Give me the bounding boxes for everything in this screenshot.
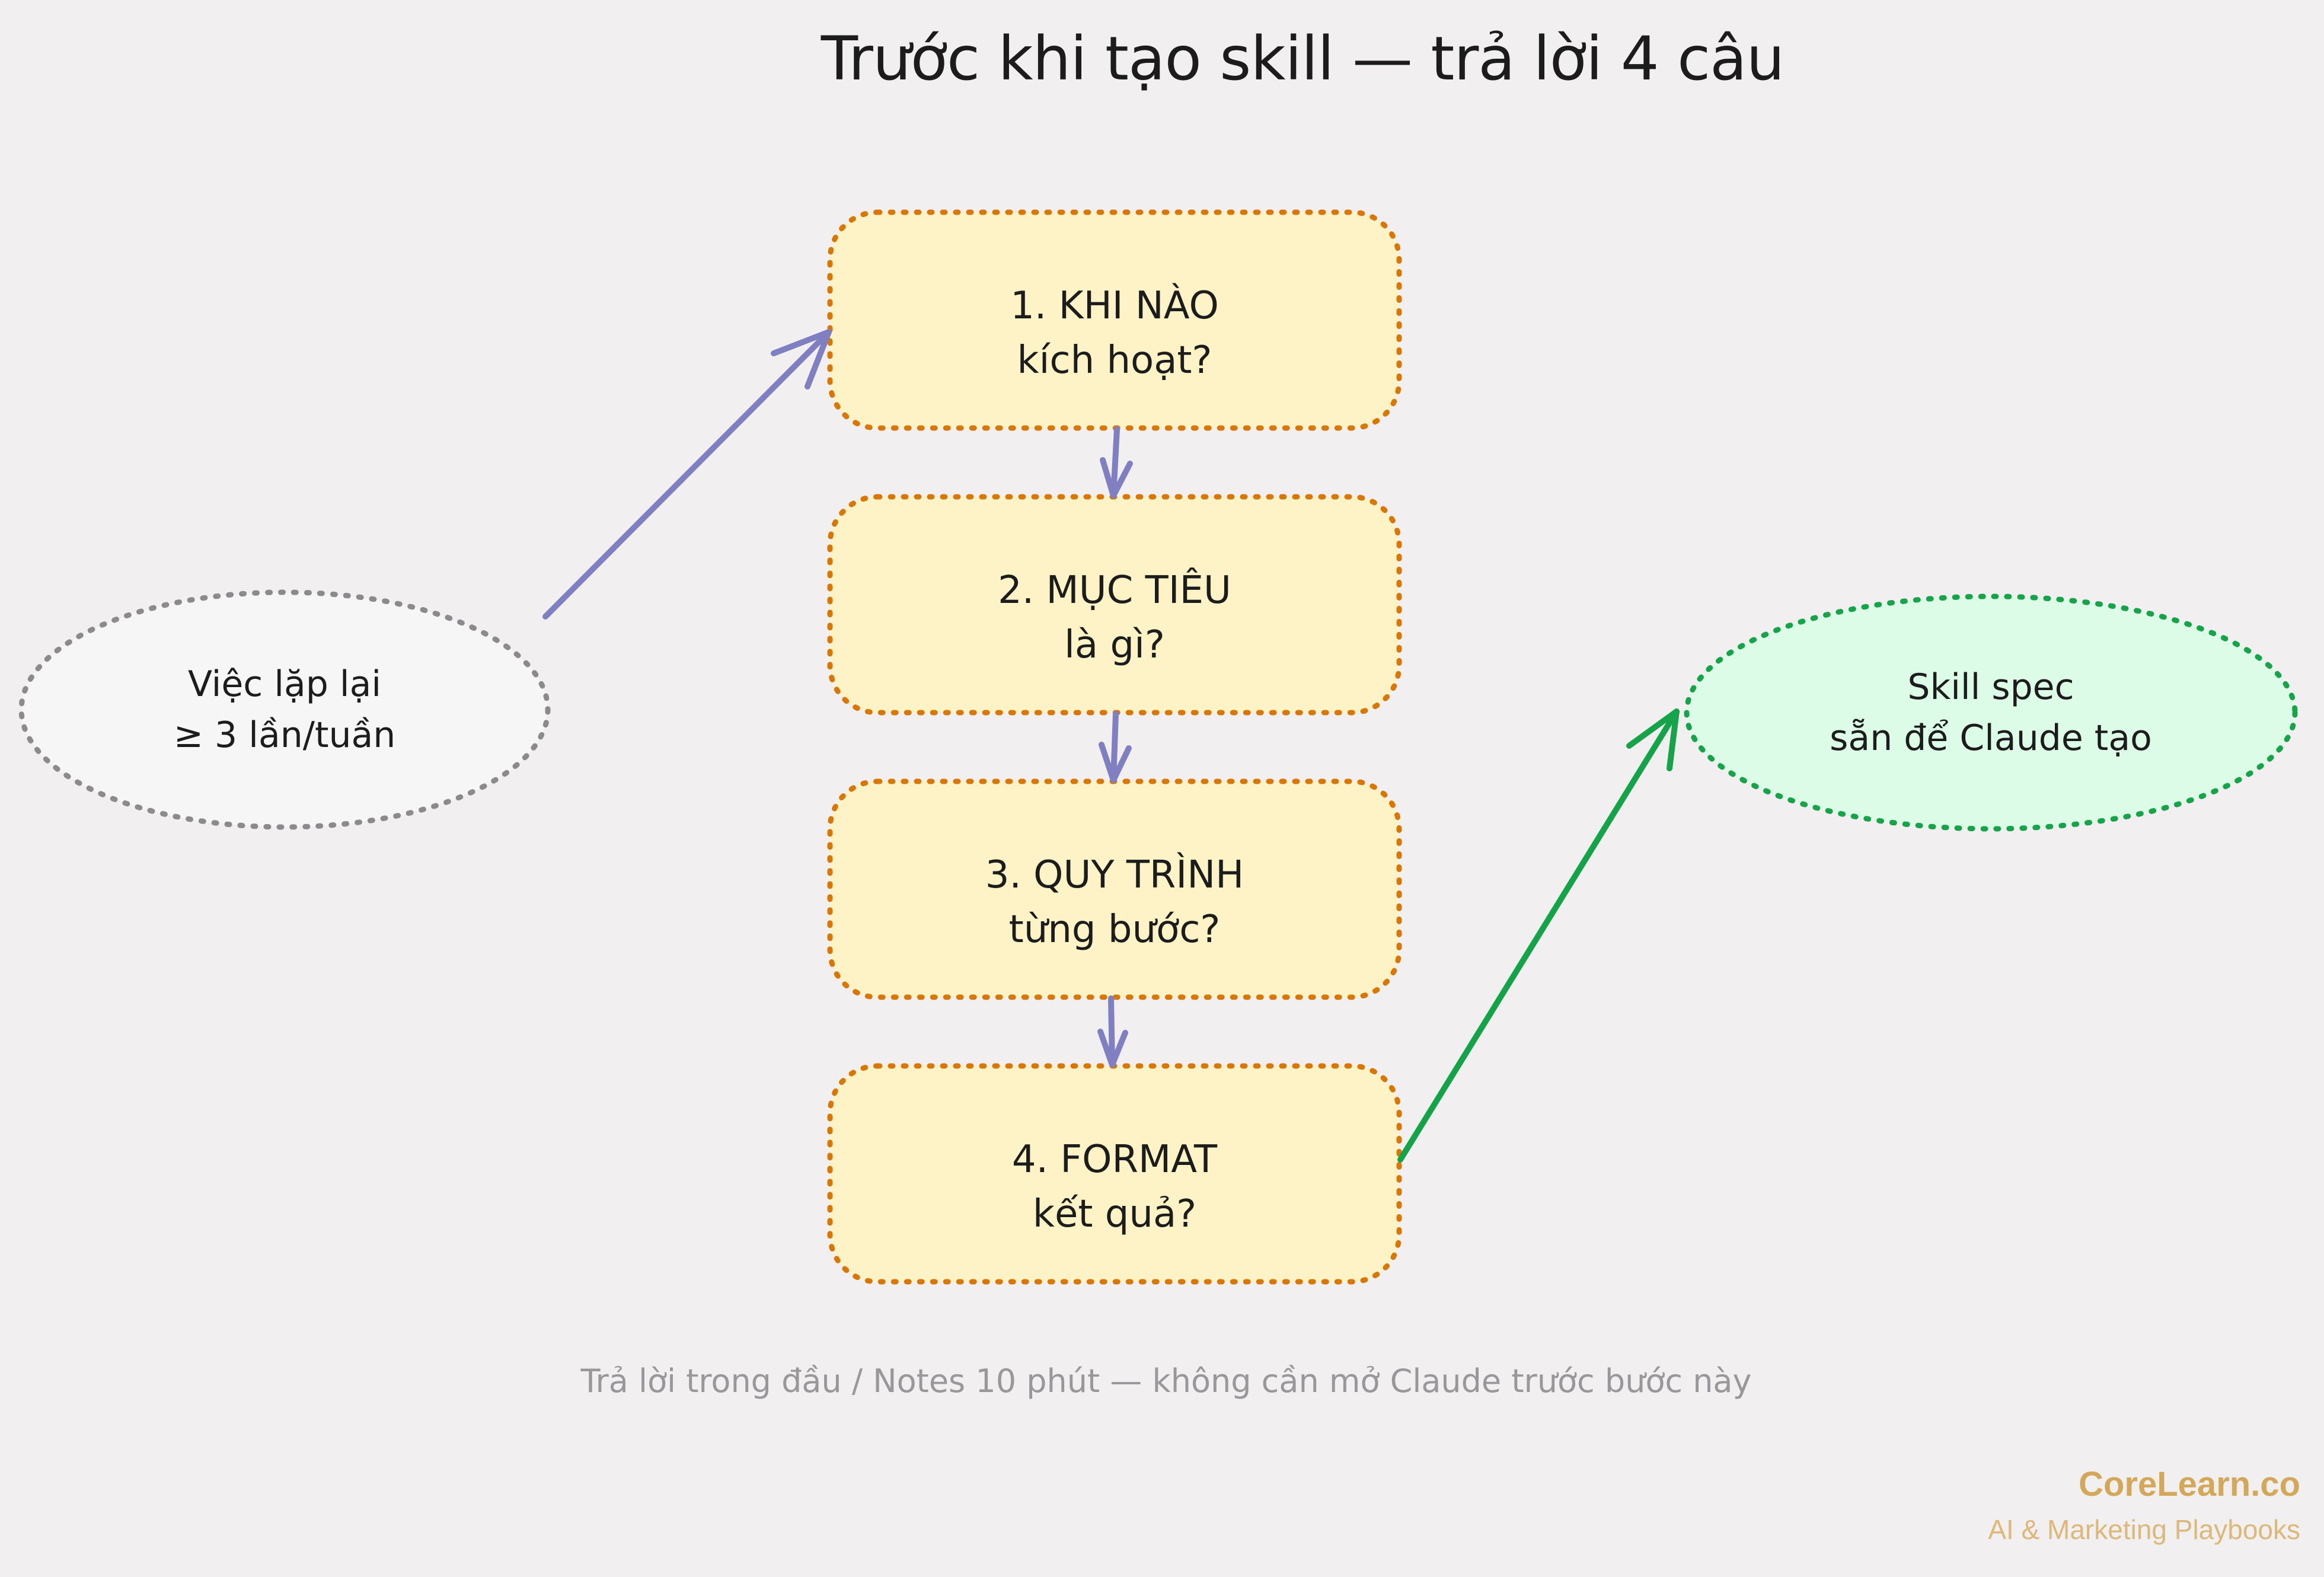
arrow-step3-to-step4 (1097, 995, 1128, 1068)
input-node-line1: Việc lặp lại (187, 663, 382, 705)
arrow-step4-to-output (1397, 708, 1680, 1163)
step-4-question: kết quả? (1032, 1192, 1197, 1236)
arrow-step2-to-step3 (1099, 711, 1132, 783)
arrow-step1-to-step2 (1100, 426, 1133, 499)
output-ellipse (1684, 593, 2298, 832)
arrow-input-to-step1 (542, 329, 832, 620)
step-2-title: 2. MỤC TIÊU (998, 569, 1231, 612)
step-4-title: 4. FORMAT (1011, 1138, 1218, 1182)
step-3: 3. QUY TRÌNH từng bước? (830, 794, 1399, 1010)
footnote: Trả lời trong đầu / Notes 10 phút — khôn… (580, 1362, 1752, 1400)
step-3-question: từng bước? (1008, 908, 1221, 952)
input-ellipse (18, 589, 551, 830)
output-node: Skill spec sẵn để Claude tạo (1687, 596, 2295, 829)
output-node-line2: sẵn để Claude tạo (1830, 717, 2152, 759)
step-2-question: là gì? (1064, 623, 1165, 667)
step-4: 4. FORMAT kết quả? (830, 1079, 1399, 1295)
output-node-line1: Skill spec (1907, 666, 2074, 708)
step-2: 2. MỤC TIÊU là gì? (830, 510, 1399, 726)
diagram-title: Trước khi tạo skill — trả lời 4 câu (821, 24, 1785, 94)
input-node: Việc lặp lại ≥ 3 lần/tuần (21, 593, 548, 826)
brand-name: CoreLearn.co (2079, 1465, 2300, 1503)
brand-tagline: AI & Marketing Playbooks (1988, 1514, 2300, 1545)
input-node-line2: ≥ 3 lần/tuần (173, 714, 396, 756)
step-3-title: 3. QUY TRÌNH (985, 853, 1244, 897)
step-1-question: kích hoạt? (1017, 339, 1212, 382)
step-1: 1. KHI NÀO kích hoạt? (830, 225, 1399, 441)
step-1-title: 1. KHI NÀO (1010, 284, 1219, 328)
